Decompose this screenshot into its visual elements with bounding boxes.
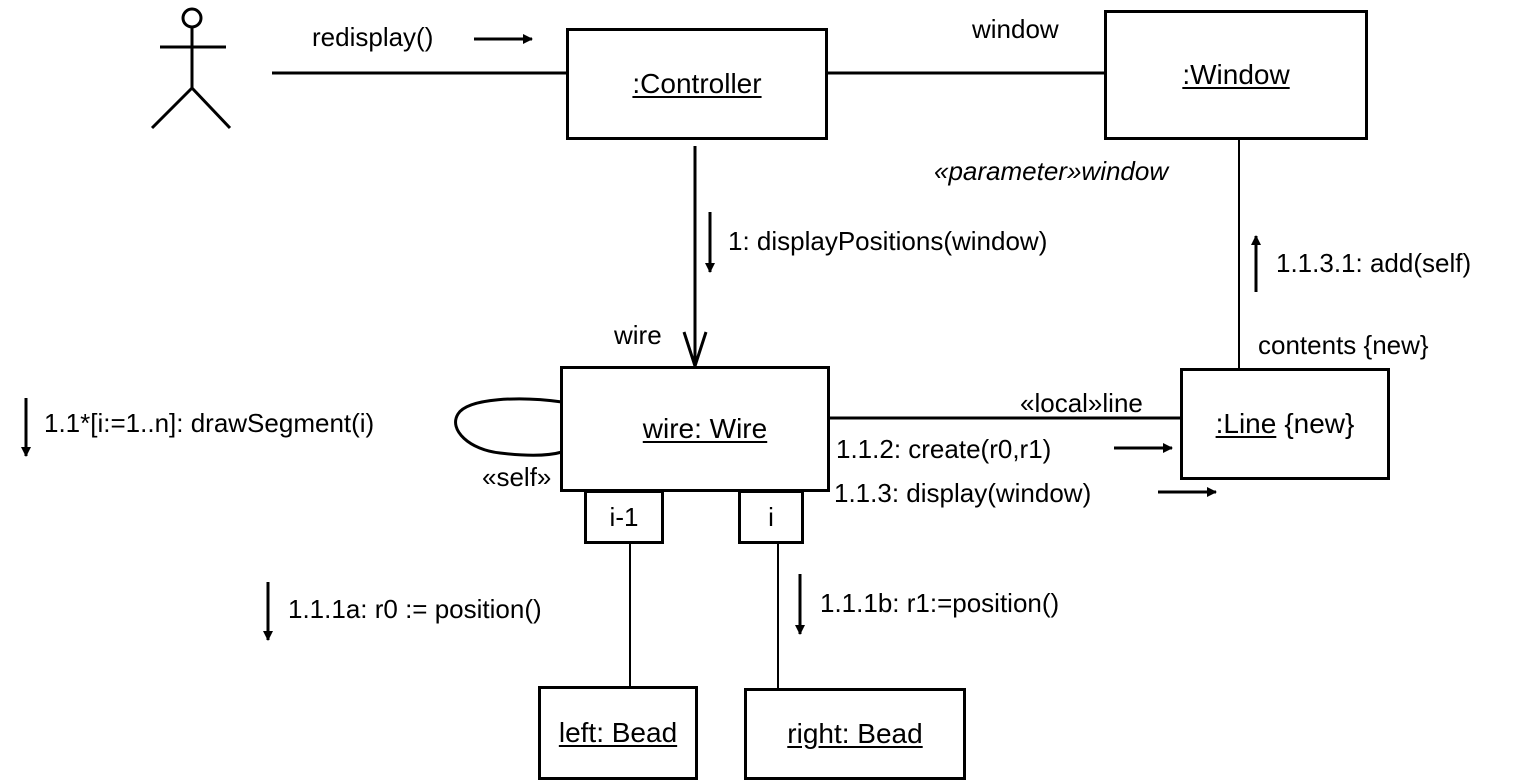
draw-segment-message: 1.1*[i:=1..n]: drawSegment(i) (44, 408, 375, 438)
line-object-constraint: {new} (1284, 408, 1355, 439)
add-self-message: 1.1.3.1: add(self) (1276, 248, 1472, 278)
local-line-label: «local»line (1020, 388, 1143, 418)
contents-new-label: contents {new} (1258, 330, 1429, 360)
window-object: :Window (1104, 10, 1368, 140)
qualifier-right: i (738, 490, 804, 544)
qualifier-left: i-1 (584, 490, 664, 544)
actor-figure (150, 7, 232, 130)
wire-object-name: wire: Wire (642, 413, 768, 444)
line-object: :Line {new} (1180, 368, 1390, 480)
wire-role-label: wire (614, 320, 662, 350)
display-window-message: 1.1.3: display(window) (834, 478, 1092, 508)
right-bead-object-name: right: Bead (787, 718, 923, 749)
display-positions-message: 1: displayPositions(window) (728, 226, 1048, 256)
wire-object: wire: Wire (560, 366, 830, 492)
create-message: 1.1.2: create(r0,r1) (836, 434, 1052, 464)
qualifier-right-label: i (768, 501, 774, 532)
left-bead-object: left: Bead (538, 686, 698, 780)
self-link-loop (454, 397, 563, 457)
line-object-name: :Line (1215, 408, 1277, 439)
window-role-label: window (972, 14, 1059, 44)
window-object-name: :Window (1182, 59, 1290, 90)
parameter-window-label: «parameter»window (934, 156, 1169, 186)
self-label: «self» (482, 462, 552, 492)
right-bead-object: right: Bead (744, 688, 966, 780)
position-b-message: 1.1.1b: r1:=position() (820, 588, 1060, 618)
qualifier-left-label: i-1 (609, 501, 639, 532)
position-a-message: 1.1.1a: r0 := position() (288, 594, 542, 624)
controller-object: :Controller (566, 28, 828, 140)
left-bead-object-name: left: Bead (558, 717, 678, 748)
redisplay-message: redisplay() (312, 22, 434, 52)
controller-object-name: :Controller (632, 68, 762, 99)
